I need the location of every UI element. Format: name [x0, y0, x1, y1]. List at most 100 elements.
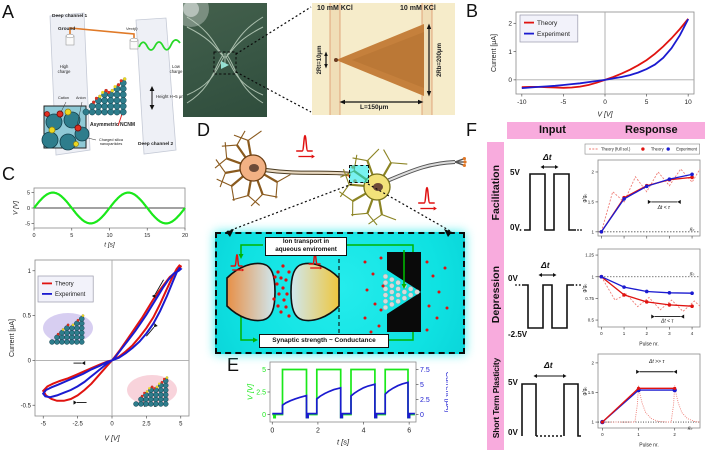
synapse-art: [226, 252, 340, 322]
svg-text:1.25: 1.25: [585, 253, 594, 258]
svg-text:0: 0: [603, 99, 607, 106]
device-photo-art: [324, 3, 433, 115]
synaptic-strength-label: Synaptic strength ~ Conductance: [272, 337, 376, 344]
svg-text:t [s]: t [s]: [104, 242, 115, 249]
panel-f-header: Input Response: [507, 122, 705, 139]
kcl-right-label: 10 mM KCl: [400, 5, 436, 12]
svg-text:3: 3: [668, 331, 671, 336]
svg-text:-5: -5: [25, 221, 30, 227]
svg-text:g/g₀: g/g₀: [582, 283, 588, 292]
length-dimension-label: L=150μm: [360, 104, 389, 111]
device-photo: 10 mM KCl 10 mM KCl 2Rt=10μm 2Rb=200μm L…: [312, 3, 455, 115]
svg-text:2: 2: [316, 428, 320, 435]
panel-e-label: E: [227, 355, 240, 375]
svg-text:g₀: g₀: [688, 425, 693, 431]
depression-pulse-train: [515, 273, 581, 329]
svg-text:Experiment: Experiment: [55, 292, 86, 298]
svg-text:-2.5: -2.5: [72, 422, 83, 428]
dt-label: Δt: [543, 152, 552, 162]
neurons-art: [214, 130, 467, 226]
low-charge-label: Low charge: [169, 64, 183, 74]
anion-label: Anion: [76, 96, 86, 100]
height-label: Height H~5 μm: [156, 94, 185, 99]
svg-text:2: 2: [508, 21, 512, 28]
facilitation-pulse-train: [516, 165, 582, 231]
svg-text:5: 5: [179, 422, 183, 428]
membrane-triangle: [336, 24, 424, 96]
svg-text:g/g₀: g/g₀: [582, 386, 588, 395]
svg-text:-0.5: -0.5: [21, 403, 32, 409]
svg-text:Δt < τ: Δt < τ: [660, 319, 674, 325]
base-dimension-label: 2Rb=200μm: [437, 43, 443, 77]
svg-text:Theory: Theory: [651, 146, 665, 151]
panel-b-label: B: [466, 1, 479, 21]
svg-text:5: 5: [420, 382, 424, 389]
svg-text:0: 0: [420, 412, 424, 419]
svg-text:0: 0: [601, 432, 604, 437]
svg-text:0.5: 0.5: [588, 318, 595, 323]
svg-text:Pulse nr.: Pulse nr.: [639, 342, 658, 348]
sine-wave-icon: [138, 39, 181, 51]
tip-dimension-label: 2Rt=10μm: [317, 45, 323, 75]
v-low-label: -2.5V: [508, 330, 528, 339]
dt-label: Δt: [544, 360, 553, 370]
svg-text:V [V]: V [V]: [246, 383, 255, 400]
svg-text:Δt < τ: Δt < τ: [657, 205, 671, 211]
svg-text:V>0: V>0: [142, 399, 159, 409]
svg-text:V [V]: V [V]: [597, 112, 613, 119]
panel-f-label: F: [466, 120, 477, 140]
deep-channel-2-label: Deep channel 2: [138, 142, 174, 147]
svg-text:Theory: Theory: [55, 282, 74, 288]
facilitation-input: 5V 0V Δt: [508, 152, 582, 252]
svg-text:5: 5: [27, 191, 30, 197]
ncnm-label: Asymmetric NCNM: [90, 122, 136, 128]
dt-label: Δt: [541, 260, 550, 270]
svg-text:1: 1: [591, 229, 594, 234]
svg-text:15: 15: [144, 233, 150, 239]
v-high-label: 0V: [508, 274, 518, 283]
panel-a-label: A: [2, 2, 15, 22]
device-speck: [221, 61, 229, 69]
svg-text:2.5: 2.5: [420, 397, 430, 404]
svg-text:Theory (full sol.): Theory (full sol.): [601, 146, 631, 151]
nanoparticle-inset: [41, 108, 90, 151]
svg-text:5: 5: [262, 367, 266, 374]
svg-text:0.5: 0.5: [23, 314, 32, 320]
svg-text:Current [μA]: Current [μA]: [491, 34, 498, 72]
svg-text:V<0: V<0: [58, 333, 75, 343]
chip-micrograph-art: [173, 0, 264, 104]
svg-text:g/g₀: g/g₀: [582, 193, 588, 202]
svg-text:5: 5: [645, 99, 649, 106]
presynaptic-terminal: [226, 262, 276, 322]
svg-text:20: 20: [182, 233, 188, 239]
svg-text:0: 0: [110, 422, 114, 428]
synapse-zoom-box: [349, 165, 369, 183]
svg-text:t [s]: t [s]: [337, 438, 350, 447]
svg-text:7.5: 7.5: [420, 367, 430, 374]
svg-text:10: 10: [685, 99, 693, 106]
svg-text:Experiment: Experiment: [537, 31, 570, 38]
svg-text:0: 0: [262, 412, 266, 419]
svg-text:0: 0: [600, 331, 603, 336]
device-schematic: Deep channel 1 Ground Vext(t) High charg…: [30, 10, 188, 158]
svg-text:1: 1: [623, 331, 626, 336]
stp-input: 5V 0V Δt: [508, 358, 582, 450]
svg-text:0: 0: [508, 77, 512, 84]
svg-text:1: 1: [591, 274, 594, 279]
svg-text:1: 1: [28, 269, 32, 275]
svg-text:0: 0: [27, 206, 30, 212]
svg-text:1: 1: [508, 49, 512, 56]
svg-text:V [V]: V [V]: [13, 201, 20, 215]
depression-input: 0V -2.5V Δt: [508, 258, 582, 353]
